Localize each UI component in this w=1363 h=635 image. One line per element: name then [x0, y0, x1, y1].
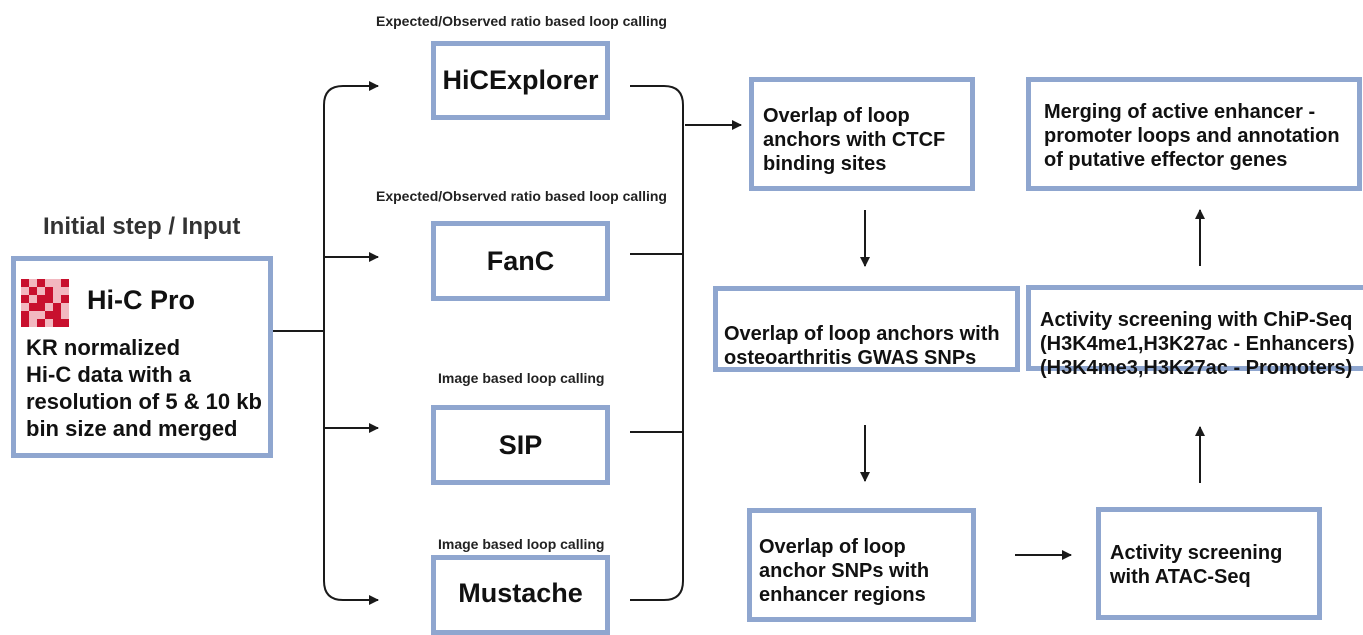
heatmap-cell [29, 319, 37, 327]
heatmap-cell [45, 295, 53, 303]
heatmap-cell [37, 319, 45, 327]
heatmap-cell [53, 303, 61, 311]
heatmap-cell [21, 279, 29, 287]
tool-caption-sip: Image based loop calling [438, 370, 605, 386]
heatmap-cell [45, 319, 53, 327]
heatmap-cell [21, 287, 29, 295]
tool-box-fanc: FanC [431, 221, 610, 301]
tool-name-fanc: FanC [486, 245, 555, 276]
heatmap-cell [29, 279, 37, 287]
heatmap-cell [37, 295, 45, 303]
step-box-enhancer: Overlap of loop anchor SNPs with enhance… [747, 508, 976, 622]
tool-name-sip: SIP [498, 429, 543, 460]
merge-bracket-right [663, 85, 684, 601]
heatmap-cell [37, 303, 45, 311]
heatmap-cell [29, 295, 37, 303]
heatmap-cell [29, 287, 37, 295]
heatmap-cell [61, 303, 69, 311]
heatmap-cell [61, 295, 69, 303]
heatmap-cell [61, 319, 69, 327]
step-text-chip: Activity screening with ChiP-Seq (H3K4me… [1040, 309, 1355, 379]
heatmap-cell [45, 311, 53, 319]
heatmap-cell [37, 279, 45, 287]
heatmap-cell [53, 295, 61, 303]
step-text-gwas: Overlap of loop anchors with osteoarthri… [724, 323, 1000, 369]
step-text-enhancer: Overlap of loop anchor SNPs with enhance… [759, 536, 930, 606]
heatmap-cell [21, 295, 29, 303]
step-text-merge: Merging of active enhancer - promoter lo… [1044, 101, 1340, 171]
heatmap-cell [29, 311, 37, 319]
heatmap-cell [45, 303, 53, 311]
tool-box-sip: SIP [431, 405, 610, 485]
input-description: KR normalized Hi-C data with a resolutio… [26, 335, 262, 441]
step-text-atac: Activity screening with ATAC-Seq [1110, 542, 1283, 588]
heatmap-cell [53, 279, 61, 287]
step-box-atac: Activity screening with ATAC-Seq [1096, 507, 1322, 620]
input-box [11, 256, 273, 458]
tool-box-hicexplorer: HiCExplorer [431, 41, 610, 120]
tool-caption-hicexplorer: Expected/Observed ratio based loop calli… [376, 13, 667, 29]
tool-name-hicexplorer: HiCExplorer [442, 65, 599, 95]
heatmap-cell [45, 287, 53, 295]
input-heading: Initial step / Input [43, 213, 241, 240]
branch-bracket-left [323, 85, 344, 601]
heatmap-cell [61, 287, 69, 295]
heatmap-cell [61, 279, 69, 287]
tool-caption-mustache: Image based loop calling [438, 536, 605, 552]
heatmap-cell [53, 287, 61, 295]
heatmap-cell [53, 311, 61, 319]
step-box-merge: Merging of active enhancer - promoter lo… [1026, 77, 1362, 191]
heatmap-cell [29, 303, 37, 311]
step-text-ctcf: Overlap of loop anchors with CTCF bindin… [763, 105, 946, 175]
heatmap-cell [37, 287, 45, 295]
heatmap-cell [37, 311, 45, 319]
heatmap-cell [45, 279, 53, 287]
input-tool-name: Hi-C Pro [87, 285, 195, 315]
heatmap-cell [21, 311, 29, 319]
step-box-ctcf: Overlap of loop anchors with CTCF bindin… [749, 77, 975, 191]
heatmap-cell [53, 319, 61, 327]
heatmap-cell [21, 319, 29, 327]
tool-caption-fanc: Expected/Observed ratio based loop calli… [376, 188, 667, 204]
heatmap-cell [21, 303, 29, 311]
hic-heatmap-icon [21, 279, 69, 327]
tool-box-mustache: Mustache [431, 555, 610, 635]
heatmap-cell [61, 311, 69, 319]
step-box-gwas: Overlap of loop anchors with osteoarthri… [713, 286, 1020, 372]
step-box-chip: Activity screening with ChiP-Seq (H3K4me… [1026, 285, 1363, 379]
tool-name-mustache: Mustache [458, 577, 583, 608]
